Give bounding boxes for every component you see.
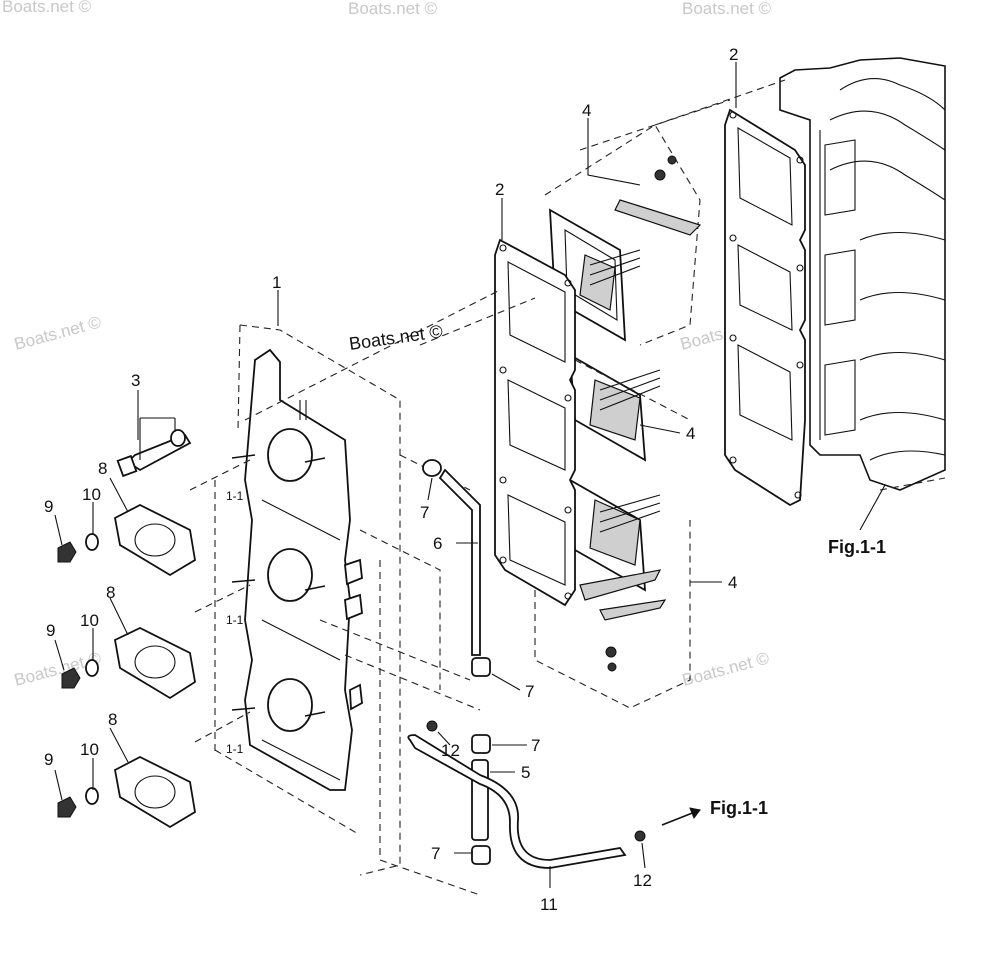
figure-ref-arrow: Fig.1-1 (710, 798, 768, 818)
watermark-main: Boats.net © (348, 321, 444, 354)
figure-ref-block: Fig.1-1 (828, 537, 886, 557)
intake-manifold (214, 324, 401, 876)
callout-washer: 10 (80, 740, 99, 759)
alignment-lines (189, 79, 786, 896)
leader-lines (54, 62, 886, 888)
engine-block-reference (779, 57, 946, 491)
hose-6 (422, 459, 491, 677)
carb-gasket-set-1 (57, 503, 196, 577)
carb-gasket-set-2 (61, 626, 196, 700)
callout-clip: 7 (431, 844, 440, 863)
callout-washer: 10 (80, 611, 99, 630)
callout-clip: 7 (531, 736, 540, 755)
callout-washer: 10 (82, 485, 101, 504)
callout-intake-manifold: 1 (272, 273, 281, 292)
gasket-rear (724, 108, 806, 507)
callout-nut: 9 (44, 497, 53, 516)
callout-gasket-rear: 2 (729, 45, 738, 64)
callout-joint-hose: 5 (521, 763, 530, 782)
watermark: Boats.net © (682, 0, 772, 18)
callout-clip: 7 (525, 682, 534, 701)
callout-gasket-front: 2 (495, 180, 504, 199)
callout-hose: 6 (433, 534, 442, 553)
callout-bolt: 3 (131, 371, 140, 390)
bolt (116, 417, 192, 478)
joint-hose-5 (471, 734, 491, 865)
callout-stud: 1-1 (226, 742, 244, 756)
callout-clip-small: 12 (633, 871, 652, 890)
callout-stud: 1-1 (226, 613, 244, 627)
callout-reed-valve-mid: 4 (686, 424, 695, 443)
watermark: Boats.net © (12, 312, 103, 354)
callout-nut: 9 (44, 750, 53, 769)
callout-reed-valve-bot: 4 (728, 573, 737, 592)
callout-carb-gasket: 8 (106, 583, 115, 602)
callout-hose-long: 11 (540, 895, 558, 914)
callout-stud: 1-1 (226, 489, 244, 503)
callout-clip-small: 12 (441, 741, 460, 760)
callout-carb-gasket: 8 (98, 459, 107, 478)
carb-gasket-set-3 (57, 755, 196, 829)
hose-11 (407, 720, 646, 869)
reed-valve-assembly (534, 124, 702, 709)
callout-reed-valve-top: 4 (582, 101, 591, 120)
callout-carb-gasket: 8 (108, 710, 117, 729)
callout-clip: 7 (420, 503, 429, 522)
gasket-front (494, 238, 576, 607)
watermark: Boats.net © (2, 0, 92, 16)
callout-nut: 9 (46, 621, 55, 640)
watermark: Boats.net © (348, 0, 438, 18)
watermark: Boats.net © (680, 648, 771, 690)
